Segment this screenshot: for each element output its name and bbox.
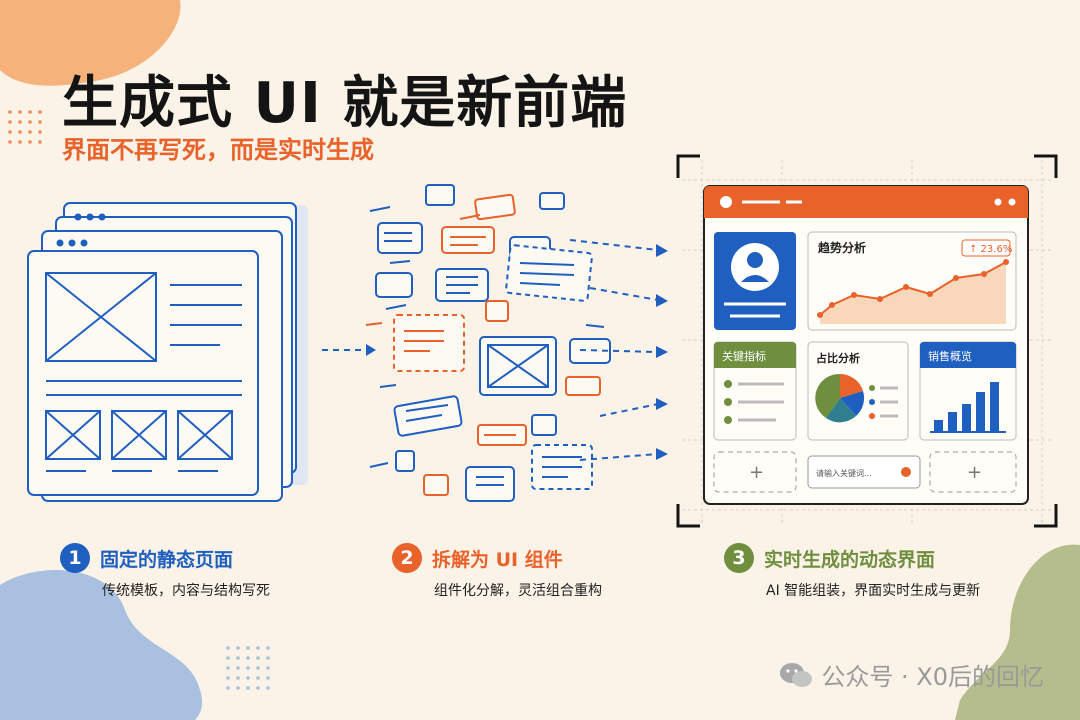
add-icon: +	[967, 462, 982, 483]
arrows-components-to-dynamic	[569, 239, 668, 461]
dot-grid-left	[8, 110, 42, 144]
component-card	[441, 226, 495, 254]
dynamic-dashboard-illustration: 趋势分析 ↑ 23.6% 关键指标 占比分析 销售概览 + 请输入关键词... …	[676, 154, 1058, 528]
watermark: 公众号 · X0后的回忆	[779, 657, 1044, 692]
component-card	[377, 222, 423, 254]
add-widget-slot-2	[929, 451, 1017, 493]
search-placeholder: 请输入关键词...	[816, 468, 872, 478]
component-card	[505, 244, 593, 302]
dot-grid-bottom	[226, 646, 270, 690]
page-subtitle: 界面不再写死，而是实时生成	[62, 136, 374, 164]
component-card	[395, 450, 415, 472]
bottom-right-blob	[955, 544, 1080, 720]
component-card	[393, 395, 463, 437]
pie-chart	[815, 373, 865, 423]
step-1-desc: 传统模板，内容与结构写死	[102, 583, 270, 599]
component-card	[531, 414, 557, 436]
step-2-label: 拆解为 UI 组件	[432, 548, 563, 571]
sales-bars	[934, 382, 999, 432]
component-card	[425, 184, 455, 206]
corner-brackets	[676, 154, 1058, 528]
step-2-number: 2	[392, 543, 422, 573]
svg-text:↑ 23.6%: ↑ 23.6%	[969, 244, 1012, 255]
component-card	[565, 376, 601, 396]
top-left-blob	[0, 0, 181, 86]
search-box	[807, 455, 921, 489]
ui-components-illustration	[365, 184, 611, 502]
dashboard-header	[704, 186, 1028, 218]
component-card	[569, 338, 611, 364]
step-3: 3 实时生成的动态界面	[724, 543, 935, 573]
component-card	[539, 192, 565, 210]
step-1-label: 固定的静态页面	[100, 548, 234, 571]
step-3-number: 3	[724, 543, 754, 573]
pie-title: 占比分析	[816, 351, 860, 365]
component-card	[393, 314, 465, 372]
add-icon: +	[749, 462, 764, 483]
kpi-title: 关键指标	[722, 349, 766, 363]
component-card	[423, 474, 449, 496]
trend-badge	[961, 239, 1011, 257]
sales-title: 销售概览	[928, 349, 972, 363]
trend-title: 趋势分析	[818, 240, 866, 255]
static-pages-illustration	[27, 202, 308, 502]
step-3-label: 实时生成的动态界面	[764, 548, 936, 571]
component-card	[485, 300, 509, 322]
watermark-text: 公众号 · X0后的回忆	[821, 663, 1044, 691]
component-card	[474, 193, 516, 221]
front-page	[27, 250, 259, 496]
step-1: 1 固定的静态页面	[60, 543, 233, 573]
add-widget-slot-1	[713, 451, 797, 493]
step-1-number: 1	[60, 543, 90, 573]
step-2: 2 拆解为 UI 组件	[392, 543, 563, 573]
arrow-static-to-components	[322, 344, 376, 356]
step-3-desc: AI 智能组装，界面实时生成与更新	[766, 583, 981, 599]
bottom-left-blob	[0, 570, 203, 720]
step-2-desc: 组件化分解，灵活组合重构	[434, 583, 602, 599]
component-card	[375, 272, 413, 298]
page-title: 生成式 UI 就是新前端	[62, 71, 628, 136]
wechat-icon	[780, 662, 813, 687]
image-placeholder-large	[45, 272, 157, 362]
